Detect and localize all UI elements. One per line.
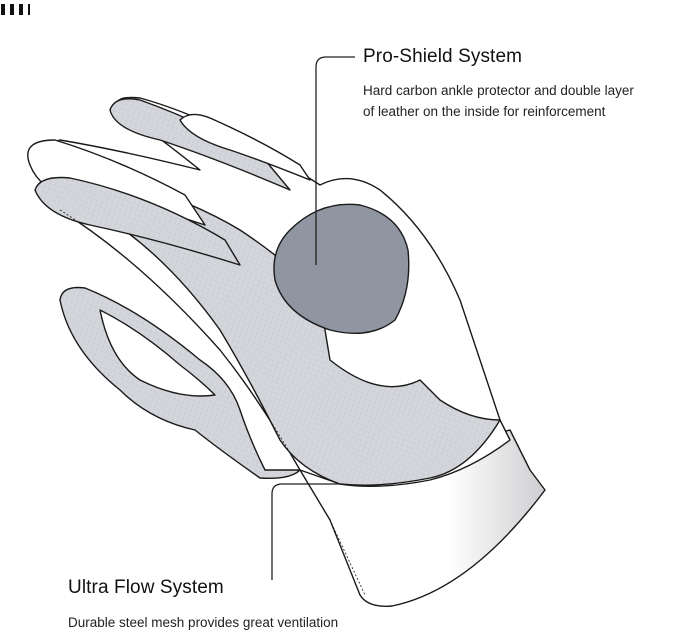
thumb-panel: [99, 309, 216, 397]
feature-desc-pro-shield: Hard carbon ankle protector and double l…: [363, 80, 634, 122]
corner-marks: [1, 4, 30, 15]
pro-shield-pad: [273, 203, 410, 335]
pro-shield-leader: [315, 56, 355, 265]
finger-4: [179, 113, 311, 181]
desc-line: Hard carbon ankle protector and double l…: [363, 83, 634, 98]
desc-line: of leather on the inside for reinforceme…: [363, 104, 606, 119]
finger-3: [109, 98, 291, 191]
seam: [329, 519, 366, 596]
ultra-flow-leader: [271, 483, 340, 580]
feature-title-pro-shield: Pro-Shield System: [363, 46, 523, 67]
feature-title-ultra-flow: Ultra Flow System: [68, 577, 224, 598]
feature-desc-ultra-flow: Durable steel mesh provides great ventil…: [68, 612, 338, 633]
seam: [59, 209, 301, 471]
desc-line: Durable steel mesh provides great ventil…: [68, 615, 339, 630]
